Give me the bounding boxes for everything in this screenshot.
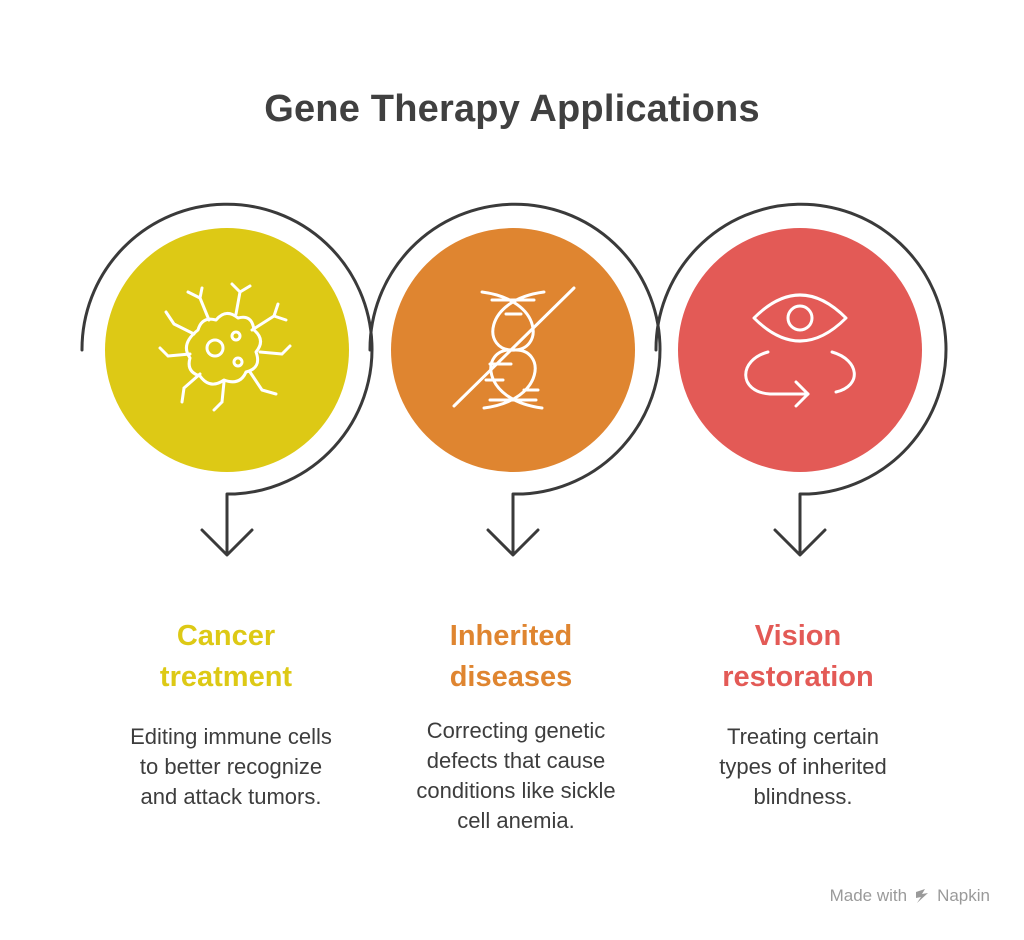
description-inherited-diseases: Correcting genetic defects that cause co… xyxy=(381,716,651,836)
description-line: cell anemia. xyxy=(457,808,575,833)
description-line: and attack tumors. xyxy=(140,784,322,809)
arrow-head-1 xyxy=(200,528,254,557)
connector-arc-2 xyxy=(368,202,662,556)
description-line: Treating certain xyxy=(726,724,880,749)
heading-inherited-diseases: Inherited diseases xyxy=(381,616,641,698)
page-title: Gene Therapy Applications xyxy=(264,88,760,130)
napkin-attribution[interactable]: Made with Napkin xyxy=(830,886,990,906)
napkin-logo-icon xyxy=(916,889,929,903)
heading-line: restoration xyxy=(722,661,874,693)
description-line: Correcting genetic xyxy=(426,718,606,743)
circle-vision-restoration xyxy=(678,228,922,472)
description-line: blindness. xyxy=(753,784,853,809)
connector-arc-1 xyxy=(80,202,374,556)
description-line: conditions like sickle xyxy=(416,778,616,803)
description-line: defects that cause xyxy=(426,748,606,773)
circle-cancer-treatment xyxy=(105,228,349,472)
made-with-label: Made with xyxy=(829,886,908,905)
crossed-dna-icon xyxy=(452,286,576,410)
heading-line: treatment xyxy=(159,661,293,693)
heading-line: diseases xyxy=(449,661,573,693)
description-line: types of inherited xyxy=(719,754,887,779)
heading-cancer-treatment: Cancer treatment xyxy=(96,616,356,698)
connector-arc-3 xyxy=(654,202,948,556)
arrow-head-2 xyxy=(486,528,540,557)
arrow-head-3 xyxy=(773,528,827,557)
napkin-brand-label: Napkin xyxy=(937,886,990,905)
heading-line: Vision xyxy=(754,620,842,652)
description-cancer-treatment: Editing immune cells to better recognize… xyxy=(96,722,366,812)
description-line: to better recognize xyxy=(139,754,323,779)
description-vision-restoration: Treating certain types of inherited blin… xyxy=(668,722,938,812)
eye-restore-icon xyxy=(744,293,856,408)
heading-line: Inherited xyxy=(449,620,573,652)
description-line: Editing immune cells xyxy=(130,724,332,749)
heading-line: Cancer xyxy=(176,620,276,652)
cancer-cell-icon xyxy=(158,282,292,412)
heading-vision-restoration: Vision restoration xyxy=(668,616,928,698)
